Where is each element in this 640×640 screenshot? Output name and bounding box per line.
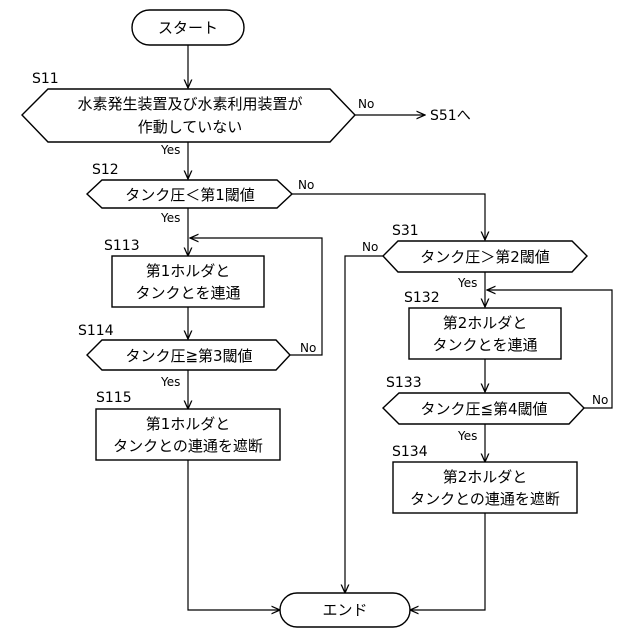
decision-s133: S133 タンク圧≦第4閾値 <box>383 375 584 424</box>
end-terminal: エンド <box>280 593 410 627</box>
step-label-s31: S31 <box>392 223 419 239</box>
step-label-s133: S133 <box>386 375 422 391</box>
s12-no-label: No <box>298 178 314 192</box>
end-label: エンド <box>322 601 367 619</box>
s11-no-label: No <box>358 97 374 111</box>
s115-line1: 第1ホルダと <box>146 415 231 433</box>
s114-yes-label: Yes <box>160 375 180 389</box>
step-label-s12: S12 <box>92 162 119 178</box>
s12-yes-label: Yes <box>160 211 180 225</box>
s134-line2: タンクとの連通を遮断 <box>410 490 560 508</box>
s11-line1: 水素発生装置及び水素利用装置が <box>77 95 302 113</box>
step-label-s132: S132 <box>404 290 440 306</box>
step-label-s134: S134 <box>392 444 428 460</box>
s114-no-label: No <box>300 341 316 355</box>
s11-line2: 作動していない <box>138 118 243 136</box>
s133-no-label: No <box>592 393 608 407</box>
step-label-s113: S113 <box>104 238 140 254</box>
start-label: スタート <box>158 19 218 37</box>
decision-s12: S12 タンク圧＜第1閾値 <box>87 162 292 208</box>
s31-text: タンク圧＞第2閾値 <box>420 248 550 266</box>
process-s113: S113 第1ホルダと タンクとを連通 <box>104 238 264 307</box>
s132-line2: タンクとを連通 <box>432 336 537 354</box>
s133-yes-label: Yes <box>457 429 477 443</box>
s31-no-label: No <box>362 240 378 254</box>
process-s132: S132 第2ホルダと タンクとを連通 <box>404 290 561 359</box>
decision-s114: S114 タンク圧≧第3閾値 <box>78 323 290 370</box>
goto-s51-label: S51へ <box>430 108 471 124</box>
edge-s31-no <box>345 256 383 593</box>
step-label-s11: S11 <box>32 71 59 87</box>
s113-line2: タンクとを連通 <box>135 284 240 302</box>
s113-line1: 第1ホルダと <box>146 262 231 280</box>
step-label-s114: S114 <box>78 323 114 339</box>
edge-s12-no <box>292 194 485 240</box>
step-label-s115: S115 <box>96 390 132 406</box>
edge-s134-end <box>410 513 485 610</box>
s115-line2: タンクとの連通を遮断 <box>113 437 263 455</box>
s134-line1: 第2ホルダと <box>443 468 528 486</box>
start-terminal: スタート <box>132 10 244 45</box>
s132-line1: 第2ホルダと <box>443 314 528 332</box>
s12-text: タンク圧＜第1閾値 <box>125 186 255 204</box>
s11-yes-label: Yes <box>160 143 180 157</box>
s133-text: タンク圧≦第4閾値 <box>420 400 547 418</box>
s31-yes-label: Yes <box>457 276 477 290</box>
edge-s115-end <box>188 460 280 610</box>
s114-text: タンク圧≧第3閾値 <box>125 347 252 365</box>
